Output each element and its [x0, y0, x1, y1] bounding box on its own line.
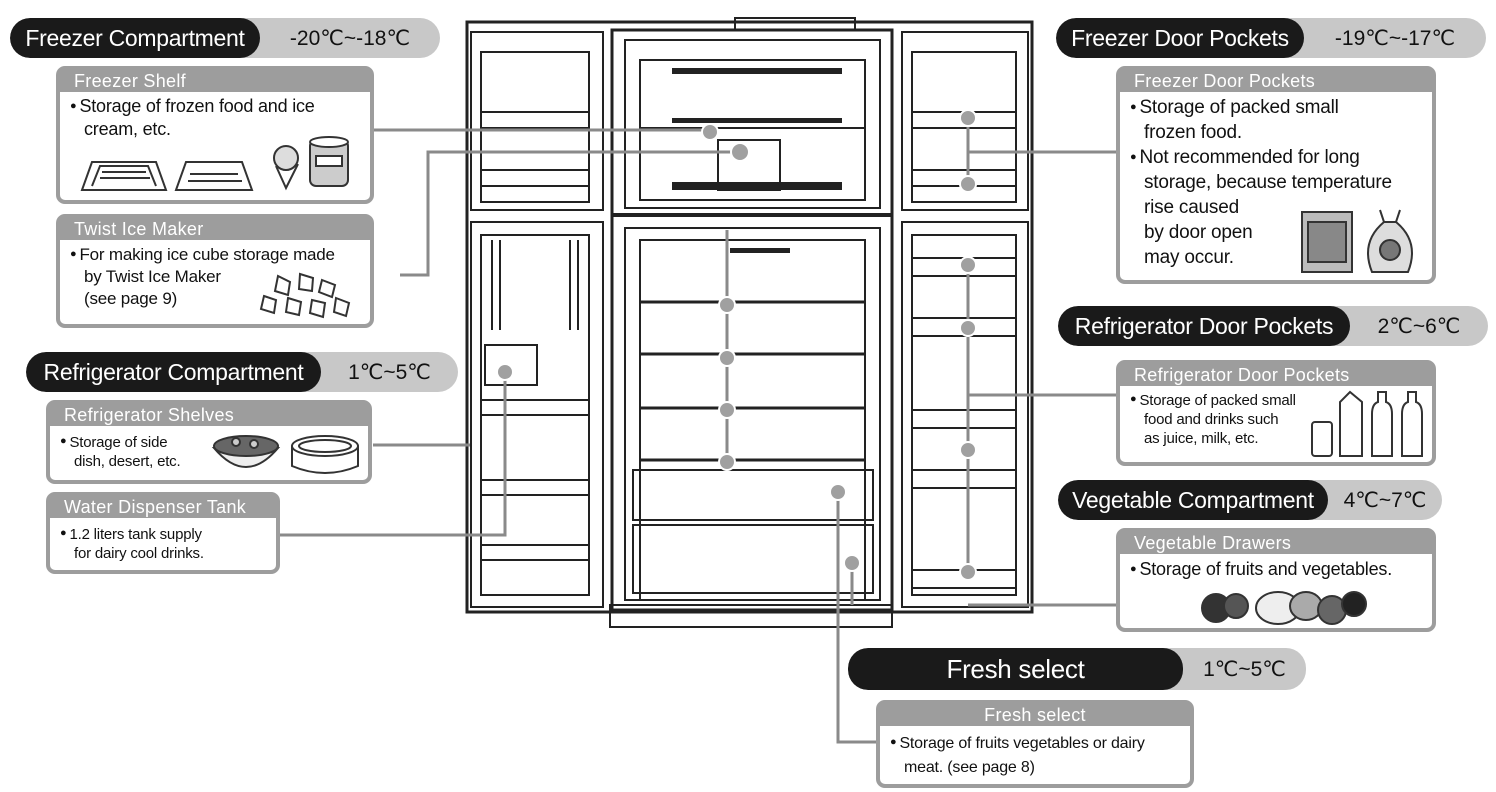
frozen-food-tray-icon — [80, 161, 254, 191]
header-temp: -19℃~-17℃ — [1334, 26, 1456, 50]
card-line: meat. (see page 8) — [904, 759, 1035, 776]
header-label: Refrigerator Compartment — [26, 352, 321, 392]
card-title: Refrigerator Door Pockets — [1120, 364, 1432, 386]
card-line: cream, etc. — [84, 119, 171, 139]
salad-bowl-icon — [211, 435, 281, 468]
card-line: food and drinks such — [1144, 411, 1279, 428]
refrigerator-shelves-card: Refrigerator Shelves Storage of side dis… — [46, 400, 372, 484]
header-label: Freezer Door Pockets — [1056, 18, 1304, 58]
refrigerator-door-pockets-header: Refrigerator Door Pockets 2℃~6℃ — [1058, 306, 1488, 346]
card-line: Storage of side — [60, 432, 360, 452]
refrigerator-door-pockets-card: Refrigerator Door Pockets Storage of pac… — [1116, 360, 1436, 466]
card-title: Freezer Door Pockets — [1120, 70, 1432, 92]
card-line: by door open — [1144, 222, 1253, 243]
header-temp: -20℃~-18℃ — [289, 26, 411, 50]
card-line: dish, desert, etc. — [74, 453, 181, 470]
card-line: Storage of frozen food and ice — [70, 95, 362, 118]
card-line: (see page 9) — [84, 289, 178, 308]
card-line: frozen food. — [1144, 122, 1242, 143]
header-label: Freezer Compartment — [10, 18, 260, 58]
freezer-shelf-card: Freezer Shelf Storage of frozen food and… — [56, 66, 374, 204]
vegetable-drawers-card: Vegetable Drawers Storage of fruits and … — [1116, 528, 1436, 632]
header-temp: 4℃~7℃ — [1343, 488, 1427, 512]
card-line: may occur. — [1144, 247, 1234, 268]
frozen-food-bag-icon — [1301, 209, 1413, 273]
milk-carton-icon — [1339, 390, 1363, 457]
card-line: Storage of packed small — [1130, 95, 1424, 120]
header-temp: 2℃~6℃ — [1377, 314, 1461, 338]
card-line: Storage of fruits and vegetables. — [1130, 558, 1424, 581]
card-line: rise caused — [1144, 197, 1239, 218]
freezer-door-pockets-card: Freezer Door Pockets Storage of packed s… — [1116, 66, 1436, 284]
refrigerator-compartment-header: Refrigerator Compartment 1℃~5℃ — [26, 352, 458, 392]
food-container-icon — [291, 435, 359, 474]
card-line: For making ice cube storage made — [70, 243, 362, 266]
card-title: Refrigerator Shelves — [50, 404, 368, 426]
leader-dots — [496, 109, 977, 581]
card-line: Storage of packed small — [1130, 390, 1424, 410]
card-title: Water Dispenser Tank — [50, 496, 276, 518]
header-label: Vegetable Compartment — [1058, 480, 1328, 520]
water-dispenser-tank-card: Water Dispenser Tank 1.2 liters tank sup… — [46, 492, 280, 574]
freezer-compartment-header: Freezer Compartment -20℃~-18℃ — [10, 18, 440, 58]
freezer-shelf-bars — [672, 68, 842, 253]
ice-cubes-icon — [259, 272, 351, 319]
ice-cream-icon — [273, 136, 349, 191]
fridge-body — [465, 17, 1034, 628]
freezer-door-pockets-header: Freezer Door Pockets -19℃~-17℃ — [1056, 18, 1486, 58]
card-line: for dairy cool drinks. — [74, 545, 204, 562]
juice-bottle-icon — [1311, 390, 1423, 457]
card-line: Not recommended for long — [1130, 145, 1424, 170]
card-line: Storage of fruits vegetables or dairy — [890, 730, 1182, 756]
header-temp: 1℃~5℃ — [1203, 657, 1286, 681]
twist-ice-maker-card: Twist Ice Maker For making ice cube stor… — [56, 214, 374, 328]
card-title: Fresh select — [880, 704, 1190, 726]
card-title: Freezer Shelf — [60, 70, 370, 92]
header-label: Refrigerator Door Pockets — [1058, 306, 1350, 346]
header-temp: 1℃~5℃ — [348, 360, 431, 384]
header-label: Fresh select — [848, 648, 1183, 690]
card-title: Twist Ice Maker — [60, 218, 370, 240]
card-line: 1.2 liters tank supply — [60, 524, 268, 544]
fresh-select-card: Fresh select Storage of fruits vegetable… — [876, 700, 1194, 788]
fresh-select-header: Fresh select 1℃~5℃ — [848, 648, 1306, 690]
vegetable-compartment-header: Vegetable Compartment 4℃~7℃ — [1058, 480, 1442, 520]
leader-lines — [280, 118, 1118, 744]
fruits-vegetables-icon — [1201, 591, 1367, 625]
card-line: as juice, milk, etc. — [1144, 430, 1259, 447]
card-title: Vegetable Drawers — [1120, 532, 1432, 554]
card-line: storage, because temperature — [1144, 172, 1392, 193]
card-line: by Twist Ice Maker — [84, 267, 221, 286]
